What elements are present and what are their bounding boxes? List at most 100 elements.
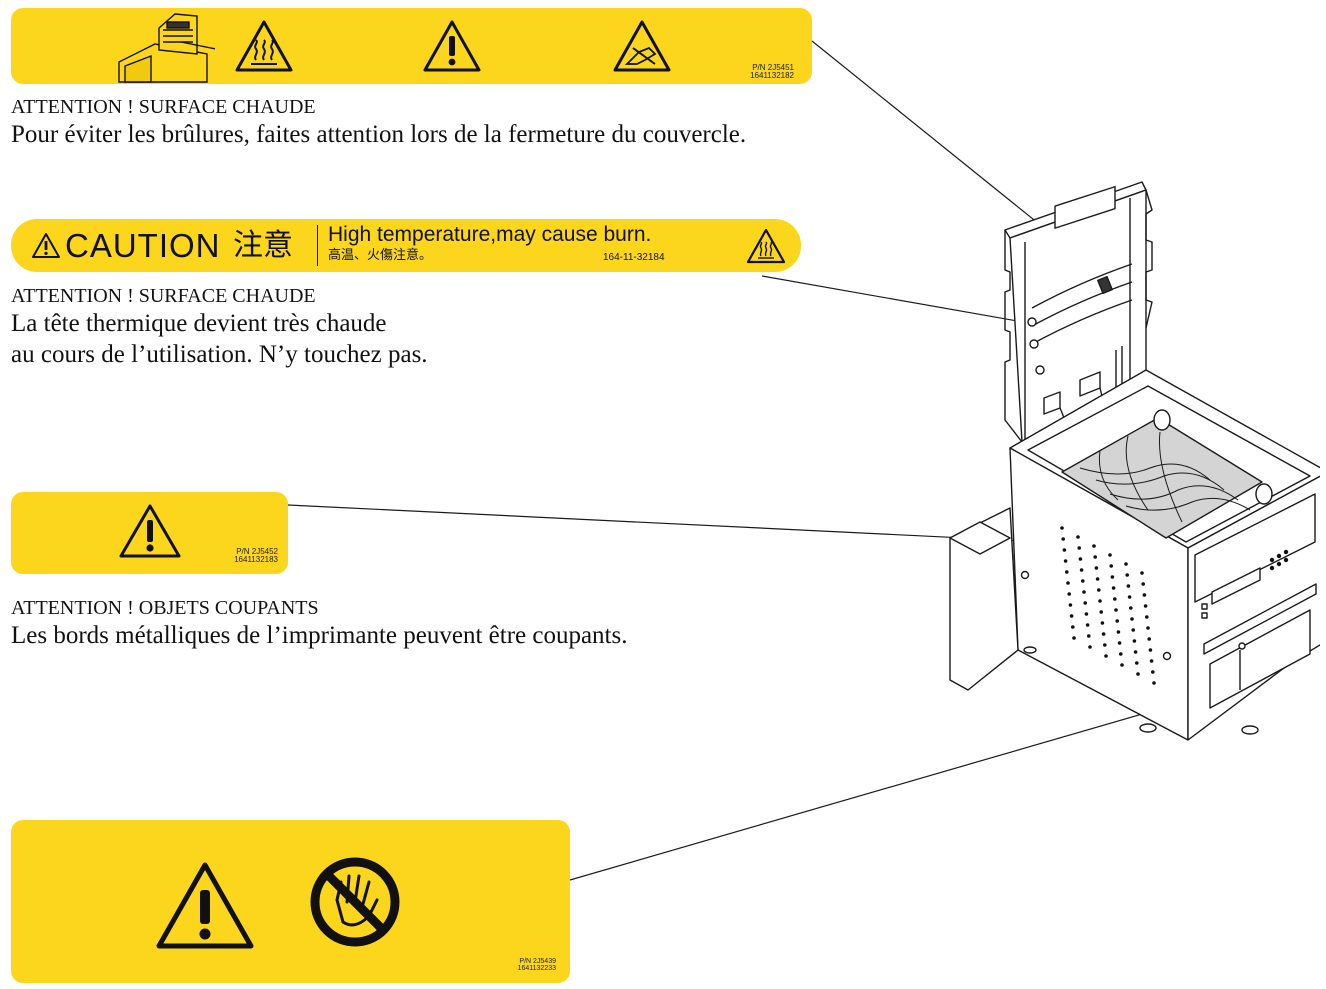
vent-hole xyxy=(1117,641,1122,645)
vent-hole xyxy=(1135,661,1139,665)
leader-line-hand xyxy=(569,689,1226,881)
vent-hole xyxy=(1067,592,1071,596)
vent-hole xyxy=(1081,579,1085,583)
vent-hole xyxy=(1077,546,1081,550)
notice-body: Les bords métalliques de l’imprimante pe… xyxy=(11,622,628,649)
vent-hole xyxy=(1076,535,1080,539)
hot-surface-warning-icon xyxy=(235,20,293,72)
vent-hole xyxy=(1115,619,1119,623)
notice-heading: ATTENTION ! SURFACE CHAUDE xyxy=(11,285,316,307)
vent-hole xyxy=(1079,568,1084,572)
printer-illustration xyxy=(949,181,1320,741)
label-cover-hot-surface: P/N 2J5451 1641132182 xyxy=(11,8,812,84)
part-number: P/N 2J5452 1641132183 xyxy=(234,548,278,564)
part-number-serial: 1641132233 xyxy=(517,965,556,972)
vent-hole xyxy=(1072,636,1076,640)
general-warning-icon xyxy=(156,862,254,949)
vent-hole xyxy=(1101,632,1106,636)
label-sharp-edges: P/N 2J5452 1641132183 xyxy=(11,492,288,574)
vent-hole xyxy=(1095,577,1100,581)
vent-hole xyxy=(1085,623,1090,627)
hot-surface-warning-icon xyxy=(746,228,786,264)
vent-hole xyxy=(1099,610,1103,614)
vent-hole xyxy=(1132,639,1137,643)
notice-heading: ATTENTION ! OBJETS COUPANTS xyxy=(11,597,319,619)
vent-hole xyxy=(1149,659,1154,663)
sharp-edge-warning-icon xyxy=(613,20,671,72)
label-code: 164-11-32184 xyxy=(603,252,665,263)
no-hands-icon xyxy=(310,857,400,947)
vent-hole xyxy=(1088,645,1092,649)
vent-hole xyxy=(1097,588,1101,592)
printer-head-illustration-icon xyxy=(118,13,215,83)
vent-hole xyxy=(1060,526,1064,530)
vent-hole xyxy=(1092,544,1096,548)
vent-hole xyxy=(1124,562,1128,566)
notice-thermal-head: ATTENTION ! SURFACE CHAUDE La tête therm… xyxy=(11,284,428,370)
notice-sharp-edges: ATTENTION ! OBJETS COUPANTS Les bords mé… xyxy=(11,596,627,651)
vent-hole xyxy=(1083,601,1087,605)
vent-hole xyxy=(1120,663,1124,667)
vent-hole xyxy=(1141,582,1145,586)
vent-hole xyxy=(1100,621,1105,625)
vent-hole xyxy=(1127,595,1132,599)
vent-hole xyxy=(1078,557,1083,561)
notice-body: Pour éviter les brûlures, faites attenti… xyxy=(11,121,747,148)
message-jp: 高温、火傷注意。 xyxy=(328,248,433,263)
vent-hole xyxy=(1061,537,1065,541)
part-number: P/N 2J5439 1641132233 xyxy=(518,958,556,972)
vent-hole xyxy=(1068,603,1073,607)
vent-hole xyxy=(1136,672,1140,676)
vent-hole xyxy=(1130,617,1134,621)
vent-hole xyxy=(1143,604,1148,608)
part-number-code: P/N 2J5439 xyxy=(519,958,556,965)
vent-hole xyxy=(1140,571,1144,575)
vent-hole xyxy=(1065,570,1069,574)
vent-hole xyxy=(1066,581,1070,585)
vent-hole xyxy=(1109,564,1113,568)
part-number-serial: 1641132182 xyxy=(750,71,794,80)
message-en: High temperature,may cause burn. xyxy=(328,223,652,246)
general-warning-icon xyxy=(119,504,181,558)
vent-hole xyxy=(1147,637,1151,641)
label-no-hands: P/N 2J5439 1641132233 xyxy=(11,820,570,983)
vent-hole xyxy=(1098,599,1102,603)
notice-cover-hot-surface: ATTENTION ! SURFACE CHAUDE Pour éviter l… xyxy=(11,95,746,150)
vent-hole xyxy=(1114,608,1118,612)
vent-hole xyxy=(1071,625,1075,629)
vent-hole xyxy=(1152,681,1156,685)
vent-hole xyxy=(1145,615,1149,619)
vent-hole xyxy=(1111,586,1116,590)
general-warning-icon xyxy=(423,20,481,72)
vent-hole xyxy=(1084,612,1089,616)
vent-hole xyxy=(1119,652,1123,656)
vent-hole xyxy=(1069,614,1074,618)
vent-hole xyxy=(1062,548,1067,552)
part-number-code: P/N 2J5451 xyxy=(752,63,794,72)
vent-hole xyxy=(1113,597,1117,601)
label-thermal-head-caution: CAUTION 注意 High temperature,may cause bu… xyxy=(11,219,801,272)
caution-jp: 注意 xyxy=(233,228,293,263)
vent-hole xyxy=(1103,643,1107,647)
vent-hole xyxy=(1131,628,1135,632)
leader-line-thermal-head xyxy=(761,275,1041,326)
vent-hole xyxy=(1093,555,1097,559)
part-number-serial: 1641132183 xyxy=(234,555,278,564)
vent-hole xyxy=(1126,584,1131,588)
vent-hole xyxy=(1082,590,1086,594)
vent-hole xyxy=(1148,648,1153,652)
part-number-code: P/N 2J5452 xyxy=(236,547,278,556)
vent-hole xyxy=(1108,553,1112,557)
vent-hole xyxy=(1142,593,1147,597)
vent-hole xyxy=(1116,630,1121,634)
vent-hole xyxy=(1146,626,1150,630)
vent-hole xyxy=(1094,566,1099,570)
notice-body-line-2: au cours de l’utilisation. N’y touchez p… xyxy=(11,341,428,368)
caution-word: CAUTION xyxy=(65,227,221,264)
notice-body-line-1: La tête thermique devient très chaude xyxy=(11,310,387,337)
vent-hole xyxy=(1133,650,1138,654)
vent-hole xyxy=(1151,670,1155,674)
vent-hole xyxy=(1087,634,1091,638)
caution-triangle-icon xyxy=(32,233,60,258)
part-number: P/N 2J5451 1641132182 xyxy=(750,64,794,80)
